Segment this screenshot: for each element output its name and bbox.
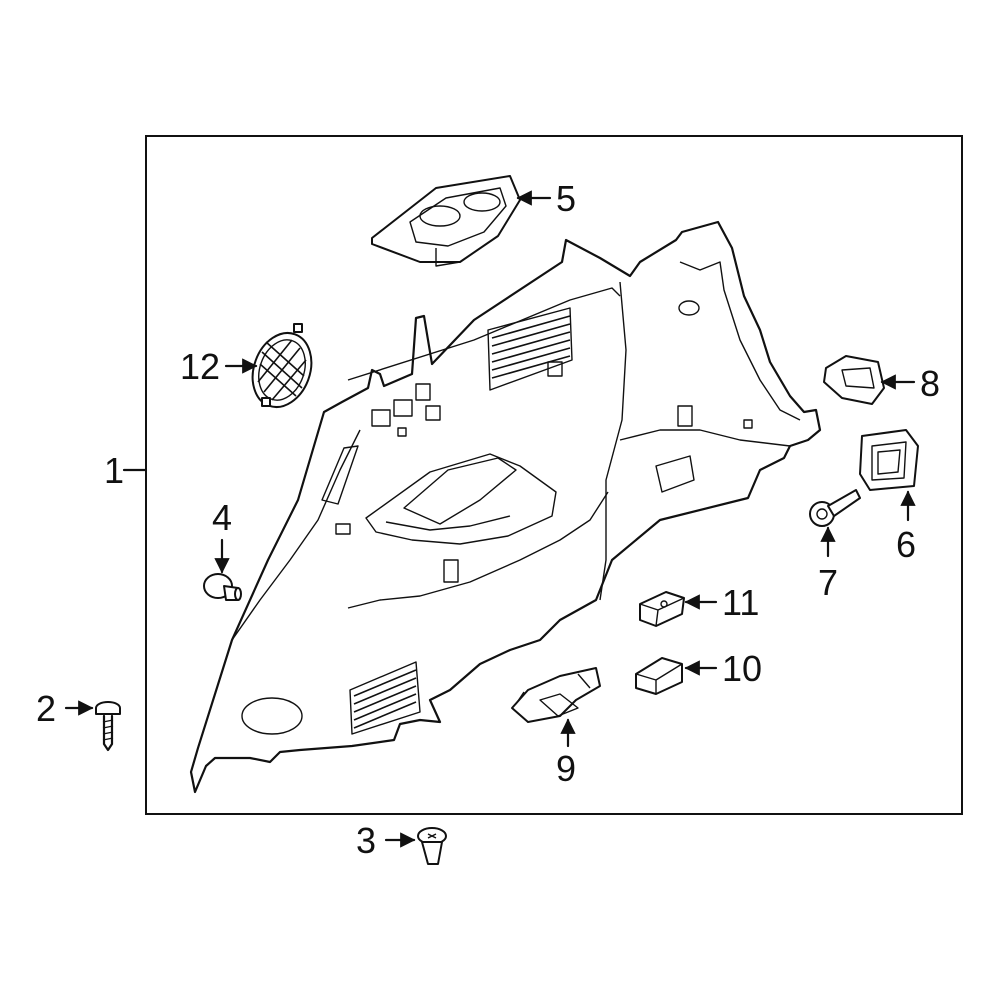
retainer-block-upper[interactable] [639,591,685,627]
storage-pocket-rib [385,515,511,531]
assembly-frame [145,135,963,815]
callout-labels: 1 2 3 4 5 6 7 8 9 10 11 12 [36,178,940,861]
retainer-clip[interactable] [823,355,885,405]
lower-vent-slats [353,669,417,729]
panel-pillar-edge [599,281,627,601]
storage-pocket-outer [365,453,557,545]
callout-3: 3 [356,820,376,861]
upper-vent-slats [491,315,571,379]
rear-bracket-recess [655,455,695,493]
panel-rear-lower-crease [619,429,791,447]
leader-lines [64,190,916,848]
callout-9: 9 [556,748,576,789]
cup-holder[interactable] [371,175,521,267]
screw[interactable] [95,701,121,752]
quarter-trim-panel[interactable] [189,220,822,794]
callout-6: 6 [896,524,916,565]
push-clip[interactable] [203,573,242,601]
callout-5: 5 [556,178,576,219]
lower-vent-outline [349,661,421,735]
callout-2: 2 [36,688,56,729]
speaker-recess [241,697,303,735]
retainer-block-lower[interactable] [635,657,683,695]
panel-upper-ridge [347,287,621,381]
callout-4: 4 [212,497,232,538]
callout-10: 10 [722,648,762,689]
storage-pocket-inner [403,457,517,525]
panel-front-crease [231,429,361,641]
panel-lower-crease [347,491,609,609]
bolt[interactable] [809,489,861,527]
callout-11: 11 [722,582,759,623]
panel-body [189,220,822,794]
callout-1: 1 [104,450,124,491]
upper-vent-outline [487,307,573,391]
upper-rear-hole [678,300,700,316]
panel-rear-crease [679,261,801,421]
callout-7: 7 [818,562,838,603]
rivet[interactable] [417,827,447,865]
front-side-window [321,445,359,505]
mounting-bracket[interactable] [511,667,601,723]
speaker-grille[interactable] [243,323,322,415]
callout-12: 12 [180,346,220,387]
upper-clip-slots [335,361,753,583]
trim-bezel[interactable] [859,429,919,491]
callout-8: 8 [920,363,940,404]
